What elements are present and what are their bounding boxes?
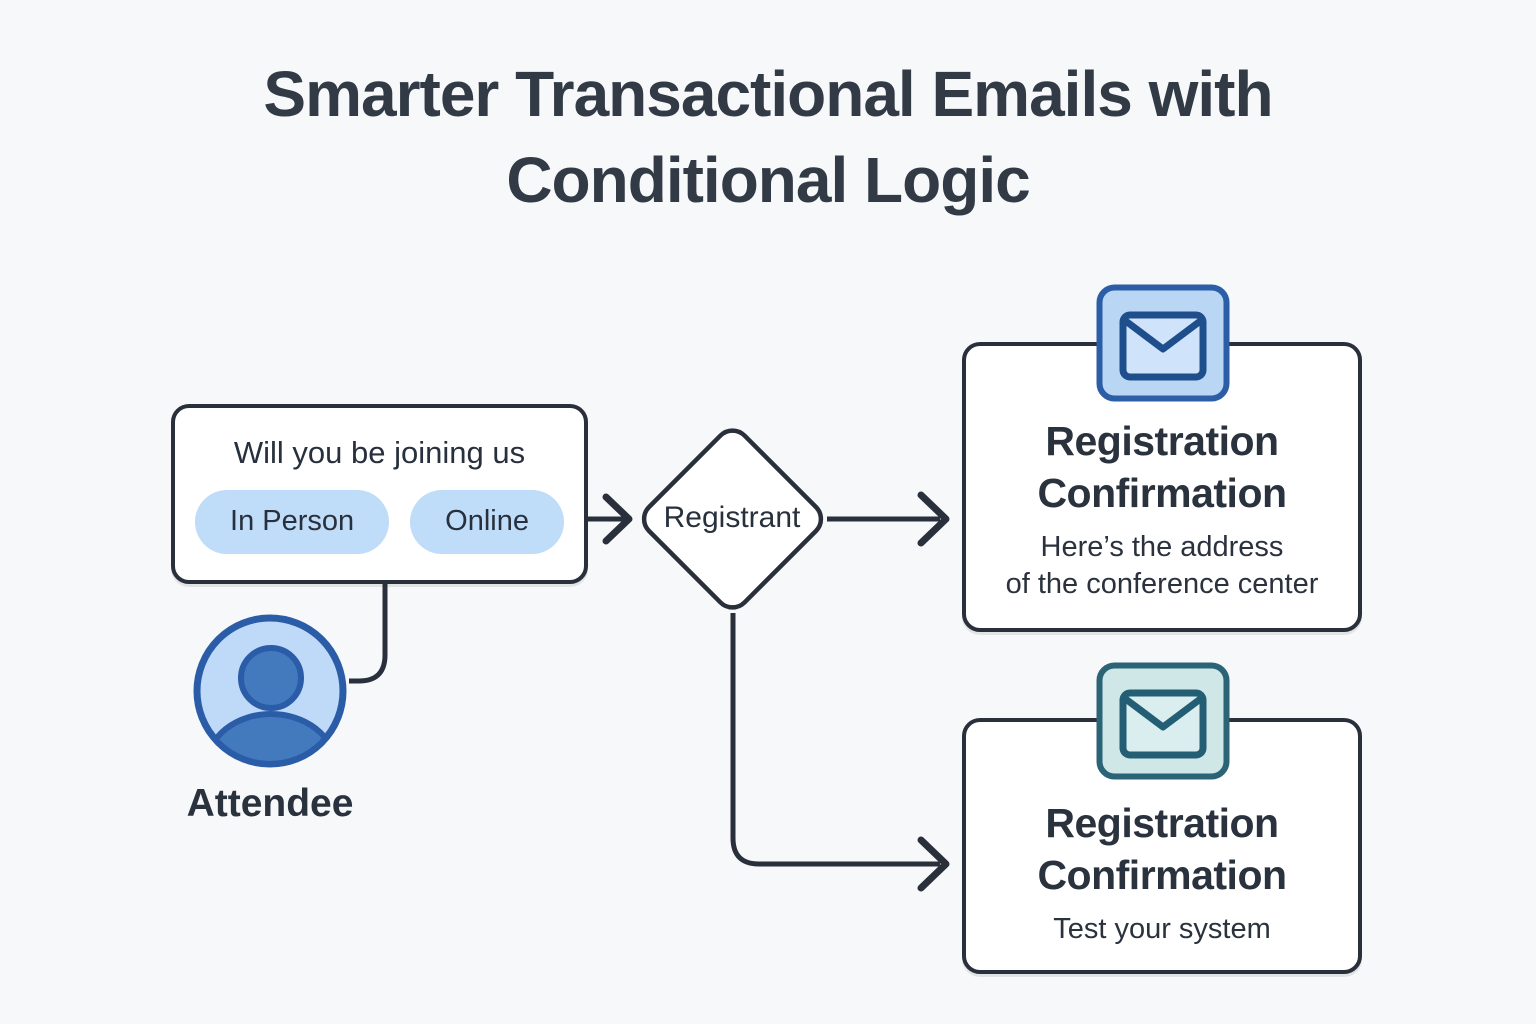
arrowhead-decision-to-outcome1 [917, 491, 950, 547]
person-avatar-icon [193, 614, 347, 768]
outcome1-subtitle-line2: of the conference center [1005, 568, 1319, 601]
option-in-person: In Person [195, 489, 390, 554]
decision-diamond-shape [641, 428, 824, 610]
arrow-decision-to-outcome2 [730, 613, 940, 867]
outcome2-subtitle: Test your system [1053, 911, 1271, 948]
page-title-line1: Smarter Transactional Emails with [263, 58, 1273, 130]
decision-label: Registrant [663, 501, 801, 534]
outcome2-title-line2: Confirmation [1037, 851, 1287, 898]
outcome1-subtitle-line1: Here’s the address [1040, 531, 1284, 564]
attendee-label: Attendee [186, 782, 354, 825]
outcome2-subtitle-line1: Test your system [1053, 913, 1271, 946]
envelope-icon [1096, 662, 1230, 780]
arrowhead-decision-to-outcome2 [917, 836, 950, 892]
outcome1-subtitle: Here’s the address of the conference cent… [1006, 529, 1319, 603]
question-text: Will you be joining us [233, 434, 526, 470]
outcome1-title-line1: Registration [1045, 418, 1279, 464]
outcome1-title-line2: Confirmation [1037, 469, 1287, 516]
page-title-line2: Conditional Logic [506, 143, 1030, 216]
option-online: Online [410, 489, 564, 554]
answer-options: In Person Online [195, 489, 564, 554]
question-card: Will you be joining us In Person Online [171, 404, 588, 584]
arrowhead-question-to-decision [602, 493, 633, 545]
outcome2-title-line1: Registration [1045, 800, 1279, 846]
envelope-icon [1096, 284, 1230, 402]
line-question-to-attendee [349, 584, 388, 684]
